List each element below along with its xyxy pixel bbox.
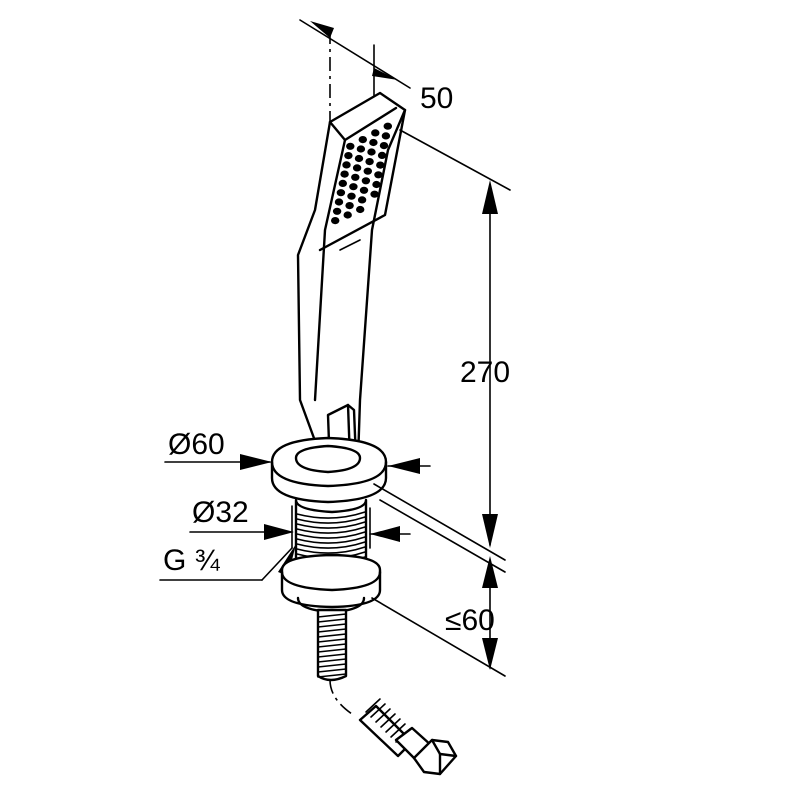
spray-hole xyxy=(331,217,340,225)
thread-line xyxy=(296,546,366,554)
hose-rings xyxy=(317,613,347,678)
spray-hole xyxy=(372,180,381,189)
spray-hole xyxy=(347,192,356,200)
thread-label: G ¾ xyxy=(163,544,221,577)
thread-diameter-label: Ø32 xyxy=(192,496,249,529)
spray-hole xyxy=(377,151,387,159)
spray-hole xyxy=(374,171,383,179)
spray-hole xyxy=(349,183,358,191)
hose-end-fitting xyxy=(358,698,458,776)
spray-hole xyxy=(346,142,355,150)
spray-hole xyxy=(336,189,346,197)
spray-hole xyxy=(342,161,351,169)
thread-line xyxy=(296,541,366,549)
spray-hole xyxy=(354,154,364,163)
spray-hole xyxy=(357,196,367,204)
thread-callout: G ¾ xyxy=(159,544,296,581)
thread-line xyxy=(296,531,366,539)
spray-hole xyxy=(352,164,362,172)
spray-hole xyxy=(359,186,369,194)
spray-hole xyxy=(332,207,342,215)
hose-ring xyxy=(317,633,347,638)
mounting-surface xyxy=(371,483,506,677)
lower-nut xyxy=(280,553,382,614)
hose xyxy=(316,608,356,717)
hose-ring xyxy=(317,668,347,673)
hose-ring xyxy=(317,613,347,618)
fitting-ring xyxy=(380,713,396,728)
spray-hole xyxy=(345,202,354,210)
hose-ring xyxy=(317,618,347,623)
flange xyxy=(270,436,388,504)
flange-diameter-dimension: Ø60 xyxy=(164,428,431,474)
thread-line xyxy=(296,526,366,534)
spray-hole xyxy=(344,152,353,160)
spray-holes xyxy=(331,122,392,225)
spray-hole xyxy=(340,170,349,178)
spray-hole xyxy=(371,129,380,137)
length-label: 270 xyxy=(460,356,510,389)
spray-hole xyxy=(367,148,376,156)
hose-ring xyxy=(317,653,347,658)
thread-line xyxy=(296,536,366,544)
spray-hole xyxy=(343,211,352,219)
fitting-ring xyxy=(385,718,401,733)
max-thickness-label: ≤60 xyxy=(445,604,495,637)
spray-hole xyxy=(338,179,347,187)
spray-hole xyxy=(365,158,374,166)
thread-line xyxy=(296,511,366,519)
hose-ring xyxy=(317,638,347,643)
spray-hole xyxy=(379,142,389,150)
thread-diameter-dimension: Ø32 xyxy=(189,496,411,549)
fitting-ring xyxy=(365,698,381,713)
fitting-ring xyxy=(370,703,386,718)
spray-hole xyxy=(361,177,371,185)
hose-ring xyxy=(317,663,347,668)
spray-hole xyxy=(381,132,391,140)
fitting-ring xyxy=(390,723,406,738)
spray-hole xyxy=(356,205,365,214)
hose-ring xyxy=(317,648,347,653)
head-width-dimension: 50 xyxy=(299,19,453,115)
spray-hole xyxy=(351,173,360,181)
spray-hole xyxy=(358,136,367,144)
flange-diameter-label: Ø60 xyxy=(168,428,225,461)
spray-hole xyxy=(334,198,344,206)
hose-ring xyxy=(317,623,347,628)
spray-hole xyxy=(356,145,366,153)
thread-line xyxy=(296,516,366,524)
spray-hole xyxy=(369,138,378,147)
hose-ring xyxy=(317,628,347,633)
head-width-label: 50 xyxy=(420,82,453,115)
spray-hole xyxy=(363,167,372,175)
hose-ring xyxy=(317,673,347,678)
hose-ring xyxy=(317,658,347,663)
spray-hole xyxy=(376,161,385,169)
thread-line xyxy=(296,521,366,529)
max-thickness-dimension: ≤60 xyxy=(445,556,498,670)
length-dimension: 270 xyxy=(399,129,511,548)
spray-hole xyxy=(383,122,392,130)
spray-hole xyxy=(370,190,379,198)
fitting-ring xyxy=(375,708,391,723)
hose-ring xyxy=(317,643,347,648)
